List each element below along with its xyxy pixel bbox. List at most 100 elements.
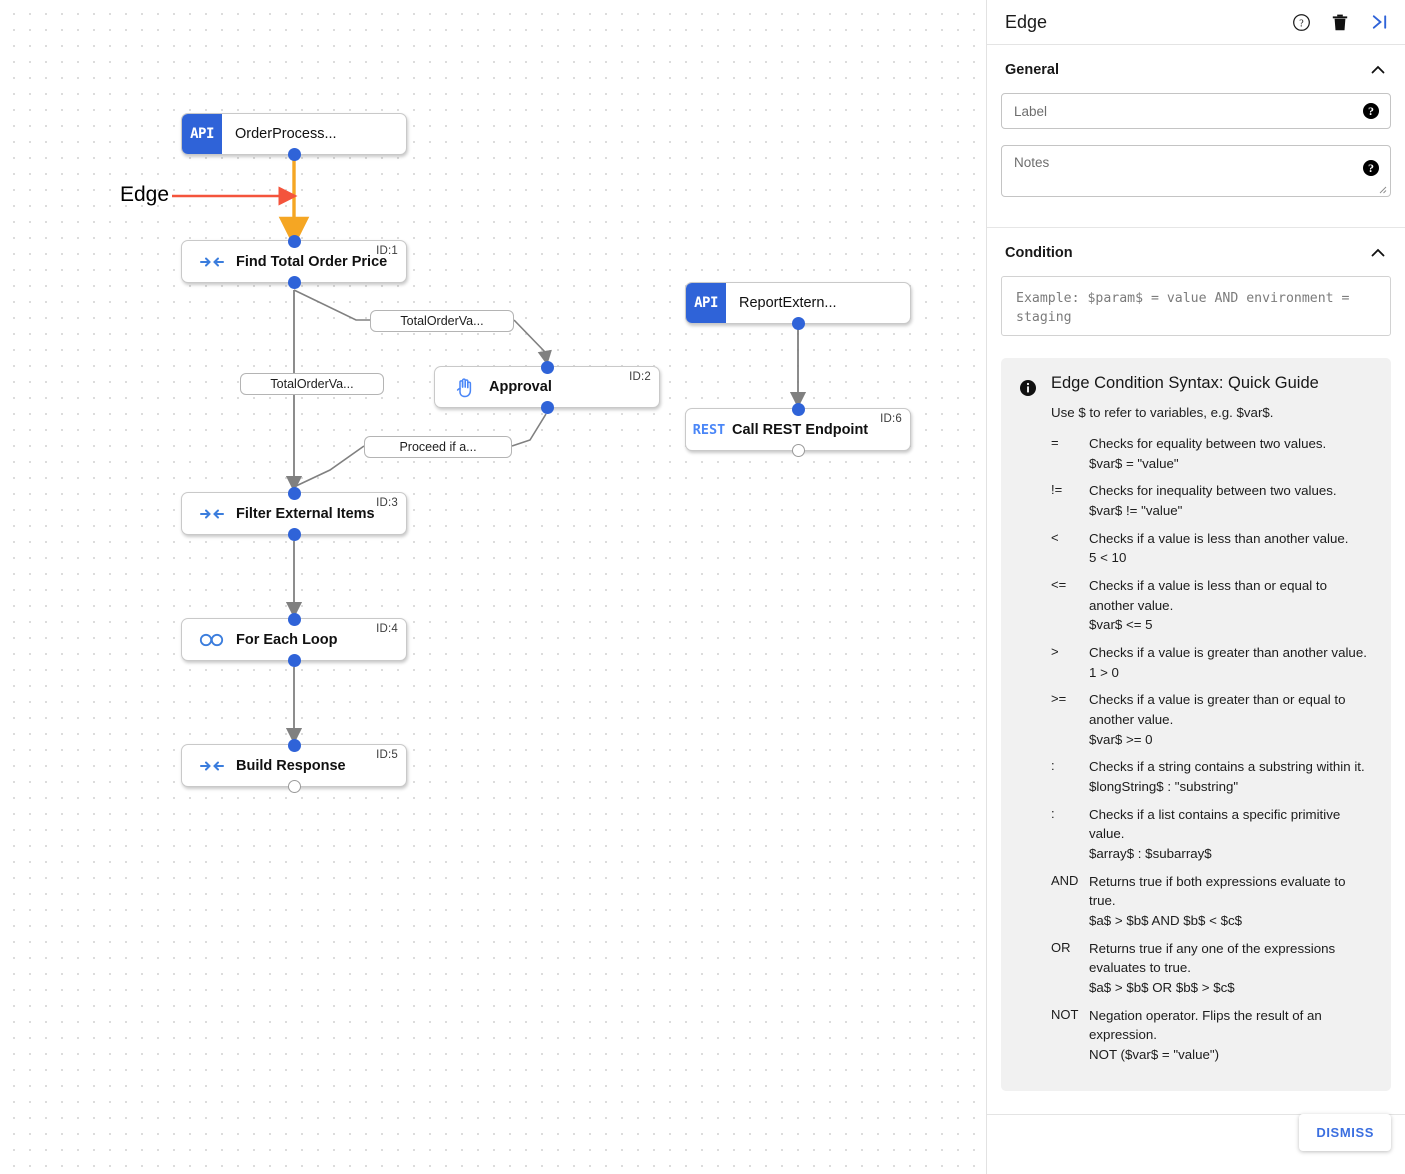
quick-guide-operator: != [1051,482,1063,498]
quick-guide-row: >Checks if a value is greater than anoth… [1051,643,1373,682]
node-id-badge: ID:4 [376,623,398,635]
node-output-port[interactable] [791,316,805,330]
notes-field-wrapper[interactable]: ? [1001,145,1391,197]
quick-guide-example: $a$ > $b$ OR $b$ > $c$ [1089,980,1235,996]
merge-arrows-icon [196,758,228,774]
merge-arrows-icon [196,506,228,522]
quick-guide-example: $var$ <= 5 [1089,617,1153,633]
quick-guide-description: Checks for equality between two values.$… [1089,434,1373,473]
flow-node-build-response[interactable]: Build Response ID:5 [181,738,407,793]
node-output-port[interactable] [287,527,301,541]
section-general: General ? ? [987,45,1405,227]
quick-guide-title: Edge Condition Syntax: Quick Guide [1051,374,1319,392]
edge-properties-panel: Edge ? General [986,0,1405,1174]
quick-guide-example: $longString$ : "substring" [1089,779,1239,795]
flow-canvas[interactable]: Edge API OrderProcess... Find Total Orde… [0,0,986,1174]
edge-annotation-label: Edge [120,183,170,206]
node-output-port[interactable] [287,779,301,793]
quick-guide-description: Checks if a list contains a specific pri… [1089,805,1373,864]
notes-input[interactable] [1002,146,1390,196]
flow-node-orderprocess[interactable]: API OrderProcess... [181,113,407,161]
node-label: OrderProcess... [235,126,337,142]
condition-expression-wrapper[interactable] [1001,276,1391,336]
quick-guide-example: $array$ : $subarray$ [1089,846,1212,862]
quick-guide-row: < Checks if a value is less than another … [1051,529,1373,568]
quick-guide-operator: : [1051,758,1055,774]
quick-guide-operator: = [1051,435,1059,450]
label-input[interactable] [1002,94,1390,128]
quick-guide-row: : Checks if a string contains a substring… [1051,757,1373,796]
flow-node-find-total-order-price[interactable]: Find Total Order Price ID:1 [181,234,407,289]
node-id-badge: ID:2 [629,371,651,383]
quick-guide-example: 1 > 0 [1089,664,1119,680]
flow-node-reportextern[interactable]: API ReportExtern... [685,282,911,330]
edge-label-chip[interactable]: Proceed if a... [364,436,512,458]
svg-text:?: ? [1299,18,1304,29]
quick-guide-description: Checks if a value is less than another v… [1089,529,1373,568]
section-title: General [1005,62,1059,78]
quick-guide-example: $var$ != "value" [1089,503,1183,519]
collapse-panel-icon[interactable] [1369,12,1389,32]
node-output-port[interactable] [287,275,301,289]
node-output-port[interactable] [791,443,805,457]
api-badge-icon: API [182,114,222,154]
node-id-badge: ID:1 [376,245,398,257]
rest-badge-icon: REST [692,421,726,438]
section-condition-header[interactable]: Condition [1001,244,1391,262]
dismiss-bar: DISMISS [987,1114,1405,1174]
quick-guide-operator: < [1051,529,1059,545]
node-label: Approval [489,379,552,395]
quick-guide-description: Checks if a value is greater than or equ… [1089,690,1373,749]
label-help-icon[interactable]: ? [1363,103,1379,119]
section-divider [987,227,1405,228]
panel-title: Edge [1005,11,1048,32]
quick-guide-example: 5 < 10 [1089,550,1127,566]
quick-guide-row: = Checks for equality between two values.… [1051,434,1373,473]
flow-node-approval[interactable]: Approval ID:2 [434,360,660,414]
dismiss-button[interactable]: DISMISS [1299,1114,1391,1151]
trash-icon[interactable] [1330,12,1350,32]
api-badge-icon: API [686,283,726,323]
quick-guide-rows: = Checks for equality between two values.… [1051,434,1373,1065]
label-field-wrapper[interactable]: ? [1001,93,1391,129]
hand-icon [449,377,481,398]
quick-guide-intro: Use $ to refer to variables, e.g. $var$. [1051,405,1274,420]
quick-guide-description: Checks if a string contains a substring … [1089,757,1373,796]
help-icon[interactable]: ? [1291,12,1311,32]
node-input-port[interactable] [287,612,301,626]
chevron-up-icon[interactable] [1369,61,1387,79]
section-general-header[interactable]: General [1001,61,1391,79]
node-label: Find Total Order Price [236,253,388,270]
node-input-port[interactable] [287,486,301,500]
node-output-port[interactable] [287,147,301,161]
quick-guide-description: Returns true if both expressions evaluat… [1089,872,1373,931]
node-label: Build Response [236,757,346,774]
quick-guide-description: Returns true if any one of the expressio… [1089,939,1373,998]
infinity-icon [196,633,228,647]
quick-guide-operator: NOT [1051,1006,1079,1022]
node-input-port[interactable] [791,402,805,416]
quick-guide-example: $var$ = "value" [1089,455,1179,471]
notes-help-icon[interactable]: ? [1363,160,1379,176]
node-label: ReportExtern... [739,295,837,311]
flow-node-filter-external-items[interactable]: Filter External Items ID:3 [181,486,407,541]
quick-guide-example: NOT ($var$ = "value") [1089,1047,1220,1063]
quick-guide-row: >=Checks if a value is greater than or e… [1051,690,1373,749]
section-condition: Condition Edge Condition Syntax: Quick G… [987,228,1405,1105]
condition-expression-input[interactable] [1014,287,1378,325]
node-output-port[interactable] [540,400,554,414]
chevron-up-icon[interactable] [1369,244,1387,262]
section-title: Condition [1005,245,1073,261]
quick-guide-description: Checks for inequality between two values… [1089,481,1373,520]
node-input-port[interactable] [287,738,301,752]
edge-label-chip[interactable]: TotalOrderVa... [240,373,384,395]
node-input-port[interactable] [540,360,554,374]
node-input-port[interactable] [287,234,301,248]
flow-node-for-each-loop[interactable]: For Each Loop ID:4 [181,612,407,667]
info-icon [1019,379,1037,397]
flow-node-call-rest-endpoint[interactable]: REST Call REST Endpoint ID:6 [685,402,911,457]
node-output-port[interactable] [287,653,301,667]
quick-guide-example: $var$ >= 0 [1089,731,1153,747]
edge-label-chip[interactable]: TotalOrderVa... [370,310,514,332]
